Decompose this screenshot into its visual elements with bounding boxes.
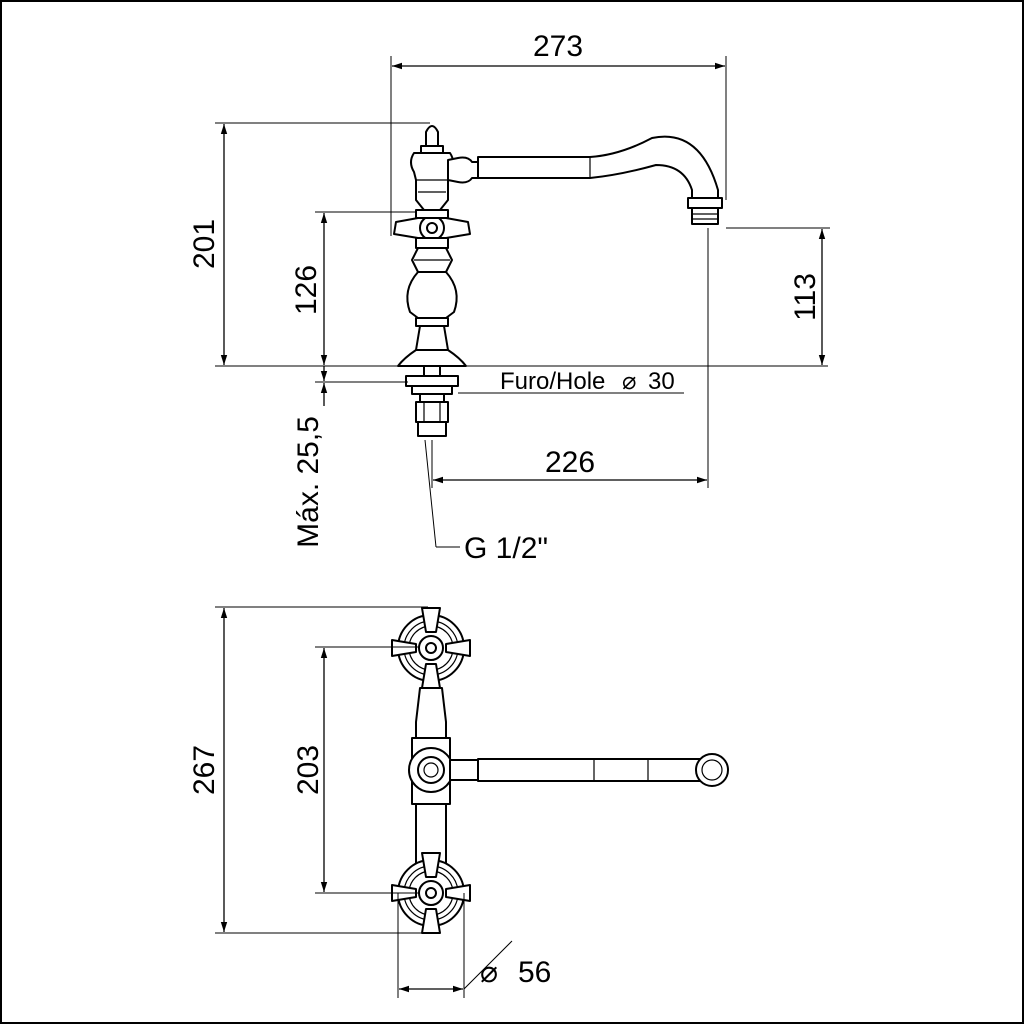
diameter-56-symbol: ⌀ <box>480 956 498 989</box>
faucet-side-profile <box>393 125 723 437</box>
dim-201: 201 <box>188 122 430 365</box>
hole-label: Furo/Hole <box>500 368 605 395</box>
dim-203-label: 203 <box>292 745 325 795</box>
dim-max-25-5: Máx. 25,5 <box>292 366 408 548</box>
dim-diameter-56: ⌀ 56 <box>397 893 551 998</box>
dim-267: 267 <box>188 606 428 934</box>
top-view: 267 203 ⌀ 56 <box>188 606 729 998</box>
dim-273: 273 <box>390 30 727 236</box>
thread-label: G 1/2" <box>464 532 548 565</box>
dim-max-25-5-label: Máx. 25,5 <box>292 416 325 548</box>
dim-226-label: 226 <box>545 446 595 479</box>
side-view: 273 201 126 113 Furo/Hole ⌀ 30 <box>188 30 830 565</box>
dim-267-label: 267 <box>188 745 221 795</box>
faucet-top-profile <box>391 607 729 934</box>
dim-126: 126 <box>290 211 416 365</box>
hole-callout: Furo/Hole ⌀ 30 <box>458 368 684 395</box>
dim-113-label: 113 <box>789 273 822 321</box>
dim-113: 113 <box>726 227 830 365</box>
hole-diameter-symbol: ⌀ <box>622 368 636 395</box>
dim-273-label: 273 <box>533 30 583 63</box>
dim-201-label: 201 <box>188 219 221 269</box>
dim-226: 226 <box>431 228 709 488</box>
hole-diameter-value: 30 <box>648 368 675 395</box>
dim-203: 203 <box>292 646 420 894</box>
dim-126-label: 126 <box>290 265 323 315</box>
thread-callout: G 1/2" <box>424 439 548 565</box>
dim-56-label: 56 <box>518 956 551 989</box>
